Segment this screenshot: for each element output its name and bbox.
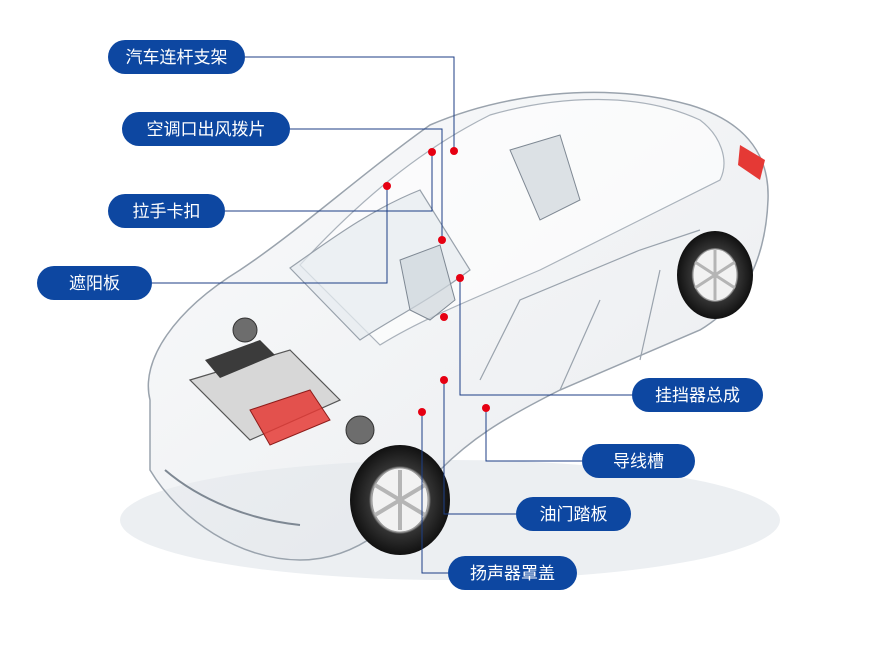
marker-dot xyxy=(482,404,490,412)
car-seat-rear xyxy=(509,134,581,221)
car-front-grille xyxy=(164,469,301,526)
car-taillight xyxy=(738,145,765,180)
label-text: 拉手卡扣 xyxy=(133,202,201,222)
label-speaker-cover[interactable]: 扬声器罩盖 xyxy=(448,556,577,590)
marker-dot xyxy=(440,313,448,321)
marker-dot xyxy=(428,148,436,156)
label-text: 汽车连杆支架 xyxy=(126,48,228,68)
label-text: 遮阳板 xyxy=(69,274,120,294)
label-text: 油门踏板 xyxy=(540,505,608,525)
engine xyxy=(188,317,375,446)
label-car-link-bracket[interactable]: 汽车连杆支架 xyxy=(108,40,245,74)
rear-wheel xyxy=(677,231,753,319)
marker-dots xyxy=(383,147,490,416)
marker-dot xyxy=(438,236,446,244)
car-seat-front xyxy=(399,244,456,321)
leader-lines xyxy=(152,56,632,574)
label-wire-duct[interactable]: 导线槽 xyxy=(582,444,695,478)
car-windshield xyxy=(289,189,471,341)
label-sun-visor[interactable]: 遮阳板 xyxy=(37,266,152,300)
marker-dot xyxy=(418,408,426,416)
label-text: 空调口出风拨片 xyxy=(147,120,266,140)
leader-car-link-bracket xyxy=(245,56,455,151)
marker-dot xyxy=(440,376,448,384)
label-text: 导线槽 xyxy=(613,452,664,472)
leader-ac-vent-blade xyxy=(290,128,443,240)
label-text: 挂挡器总成 xyxy=(655,386,740,406)
leader-speaker-cover xyxy=(421,412,448,574)
marker-dot xyxy=(383,182,391,190)
leader-accelerator-pedal xyxy=(443,380,516,515)
label-text: 扬声器罩盖 xyxy=(470,564,555,584)
marker-dot xyxy=(456,274,464,282)
leader-gear-shifter xyxy=(459,278,632,396)
car-door-lines xyxy=(479,229,701,391)
car-illustration xyxy=(120,91,780,580)
label-ac-vent-blade[interactable]: 空调口出风拨片 xyxy=(122,112,290,146)
label-accelerator-pedal[interactable]: 油门踏板 xyxy=(516,497,631,531)
label-gear-shifter-assembly[interactable]: 挂挡器总成 xyxy=(632,378,763,412)
front-wheel xyxy=(350,445,450,555)
leader-wire-duct xyxy=(485,408,582,462)
marker-dot xyxy=(450,147,458,155)
leader-sun-visor xyxy=(152,186,388,284)
leader-grab-handle-clip xyxy=(225,152,433,212)
label-grab-handle-clip[interactable]: 拉手卡扣 xyxy=(108,194,225,228)
